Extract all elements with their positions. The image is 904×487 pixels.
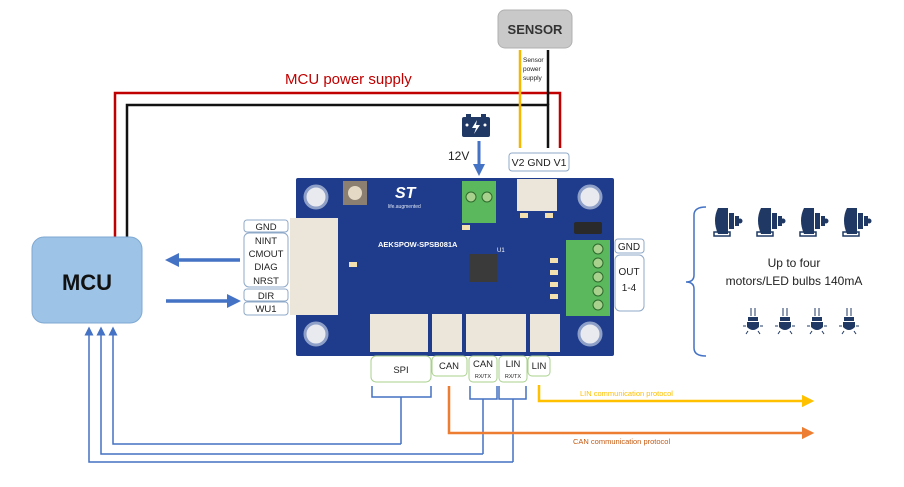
svg-text:MCU: MCU [62, 270, 112, 295]
svg-text:WU1: WU1 [255, 304, 276, 315]
bottom-pin-labels: SPI CAN CAN RX/TX LIN RX/TX LIN [370, 355, 551, 383]
motor-icons [713, 208, 872, 237]
st-logo: ST [395, 185, 417, 202]
motor-icon [842, 208, 872, 237]
sensor-block: SENSOR [497, 9, 573, 49]
lin-protocol-label: LIN communication protocol [580, 389, 673, 398]
svg-text:OUT: OUT [618, 267, 639, 278]
loads-bracket [685, 206, 707, 357]
svg-text:RX/TX: RX/TX [505, 374, 522, 380]
jumper [574, 222, 602, 234]
mcu-power-supply-title: MCU power supply [285, 71, 412, 88]
board-part-number: AEKSPOW-SPSB081A [378, 240, 458, 249]
mcu-ground-wire-black [125, 103, 550, 237]
spi-connector [370, 314, 428, 352]
loads-caption: Up to four motors/LED bulbs 140mA [726, 256, 863, 288]
svg-text:CMOUT: CMOUT [249, 249, 284, 260]
evaluation-board: ST life.augmented U1 AEKSPOW-SPSB081A [290, 178, 614, 356]
chip-u1 [469, 254, 497, 282]
can-protocol-label: CAN communication protocol [573, 437, 670, 446]
terminal-p1 [462, 181, 496, 223]
svg-text:Up to four: Up to four [768, 256, 821, 270]
can-protocol-line [447, 386, 815, 440]
led-bulb-icon [839, 308, 859, 335]
led-bulb-icon [743, 308, 763, 335]
can-rxtx-mcu-line [96, 326, 483, 455]
lin-rxtx-bracket [498, 386, 527, 462]
svg-text:V2 GND V1: V2 GND V1 [512, 157, 567, 169]
svg-text:supply: supply [523, 75, 543, 82]
svg-text:GND: GND [618, 242, 640, 253]
lin-connector [530, 314, 560, 352]
motor-icon [756, 208, 786, 237]
svg-text:1-4: 1-4 [622, 283, 637, 294]
mounting-hole [577, 321, 603, 347]
spi-bracket [371, 386, 432, 444]
lin-rxtx-mcu-line [84, 326, 513, 463]
sensor-supply-label: Sensor power supply [523, 57, 544, 82]
led-bulb-icon [807, 308, 827, 335]
svg-text:CAN: CAN [473, 359, 493, 370]
led-icons [743, 308, 859, 335]
voltage-label: 12V [448, 149, 469, 163]
svg-text:motors/LED bulbs 140mA: motors/LED bulbs 140mA [726, 274, 863, 288]
mcu-block: MCU [31, 236, 143, 324]
right-pin-labels: GND OUT 1-4 [614, 238, 645, 312]
svg-text:CAN: CAN [439, 361, 459, 372]
svg-text:NINT: NINT [255, 236, 277, 247]
spi-mcu-line [108, 326, 401, 445]
svg-text:RX/TX: RX/TX [475, 374, 492, 380]
svg-text:DIR: DIR [258, 291, 275, 302]
mounting-hole [303, 321, 329, 347]
sensor-connector [517, 179, 557, 211]
svg-text:SPI: SPI [393, 365, 408, 376]
mounting-hole [577, 184, 603, 210]
svg-text:SENSOR: SENSOR [508, 22, 564, 37]
left-connector [290, 218, 338, 315]
mcu-power-wire-red [113, 91, 562, 237]
can-rxtx-bracket [469, 386, 498, 454]
can-lin-rxtx-connector [466, 314, 526, 352]
svg-text:NRST: NRST [253, 276, 279, 287]
motor-icon [799, 208, 829, 237]
brand-tagline: life.augmented [388, 204, 421, 210]
can-connector-cn1 [432, 314, 462, 352]
svg-text:power: power [523, 66, 542, 73]
mounting-hole [303, 184, 329, 210]
left-pin-labels: GND NINT CMOUT DIAG NRST DIR WU1 [243, 219, 289, 316]
battery-icon [462, 114, 490, 137]
svg-text:GND: GND [255, 222, 276, 233]
motor-icon [713, 208, 743, 237]
lin-protocol-line [537, 385, 815, 408]
svg-text:LIN: LIN [506, 359, 521, 370]
svg-text:LIN: LIN [532, 361, 547, 372]
svg-text:U1: U1 [497, 248, 505, 254]
svg-text:Sensor: Sensor [523, 57, 544, 64]
svg-text:DIAG: DIAG [254, 262, 277, 273]
power-connector-label: V2 GND V1 [508, 152, 570, 172]
led-bulb-icon [775, 308, 795, 335]
